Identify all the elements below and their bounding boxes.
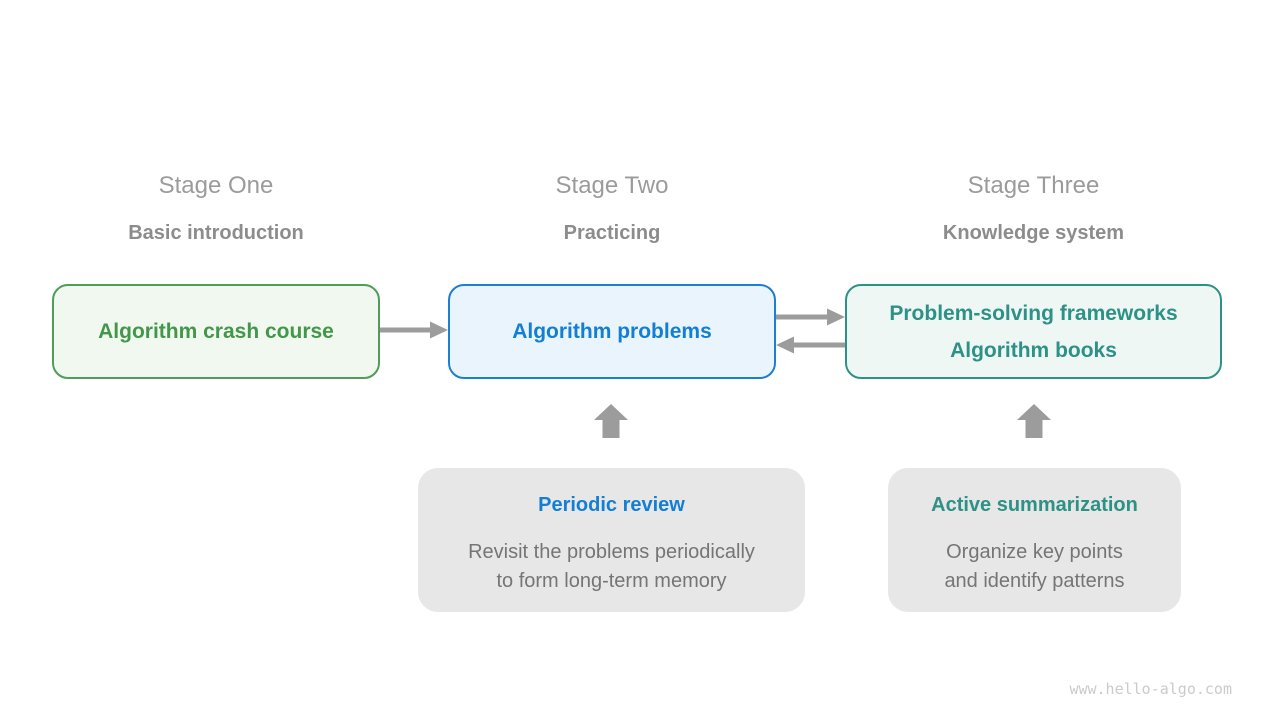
arrow-right-icon xyxy=(380,321,448,339)
watermark: www.hello-algo.com xyxy=(1069,680,1232,698)
periodic-review-card: Periodic review Revisit the problems per… xyxy=(418,468,805,612)
box-label: Algorithm problems xyxy=(512,320,712,343)
stage-two-subtitle: Practicing xyxy=(563,222,661,244)
stage-three-title: Stage Three xyxy=(967,172,1100,199)
knowledge-system-box: Problem-solving frameworks Algorithm boo… xyxy=(845,284,1222,379)
arrow-left-icon xyxy=(776,336,845,354)
algorithm-problems-box: Algorithm problems xyxy=(448,284,776,379)
box-label: Problem-solving frameworks xyxy=(889,301,1178,325)
active-summarization-card: Active summarization Organize key points… xyxy=(888,468,1181,612)
arrow-up-icon xyxy=(594,404,628,438)
box-label: Algorithm books xyxy=(950,338,1117,362)
stage-three-subtitle: Knowledge system xyxy=(942,222,1125,244)
note-description-line: Organize key points xyxy=(946,541,1123,563)
stage-two-title: Stage Two xyxy=(555,172,669,199)
arrow-right-icon xyxy=(776,308,845,326)
algorithm-crash-course-box: Algorithm crash course xyxy=(52,284,380,379)
note-description-line: and identify patterns xyxy=(944,570,1125,592)
note-title: Periodic review xyxy=(538,494,685,516)
box-label: Algorithm crash course xyxy=(98,320,334,343)
bidirectional-arrows-icon xyxy=(776,308,845,354)
stage-one-subtitle: Basic introduction xyxy=(128,222,304,244)
stage-one-title: Stage One xyxy=(158,172,274,199)
note-title: Active summarization xyxy=(931,494,1138,516)
note-description-line: Revisit the problems periodically xyxy=(468,541,755,563)
arrow-up-icon xyxy=(1017,404,1051,438)
note-description-line: to form long-term memory xyxy=(496,570,727,592)
